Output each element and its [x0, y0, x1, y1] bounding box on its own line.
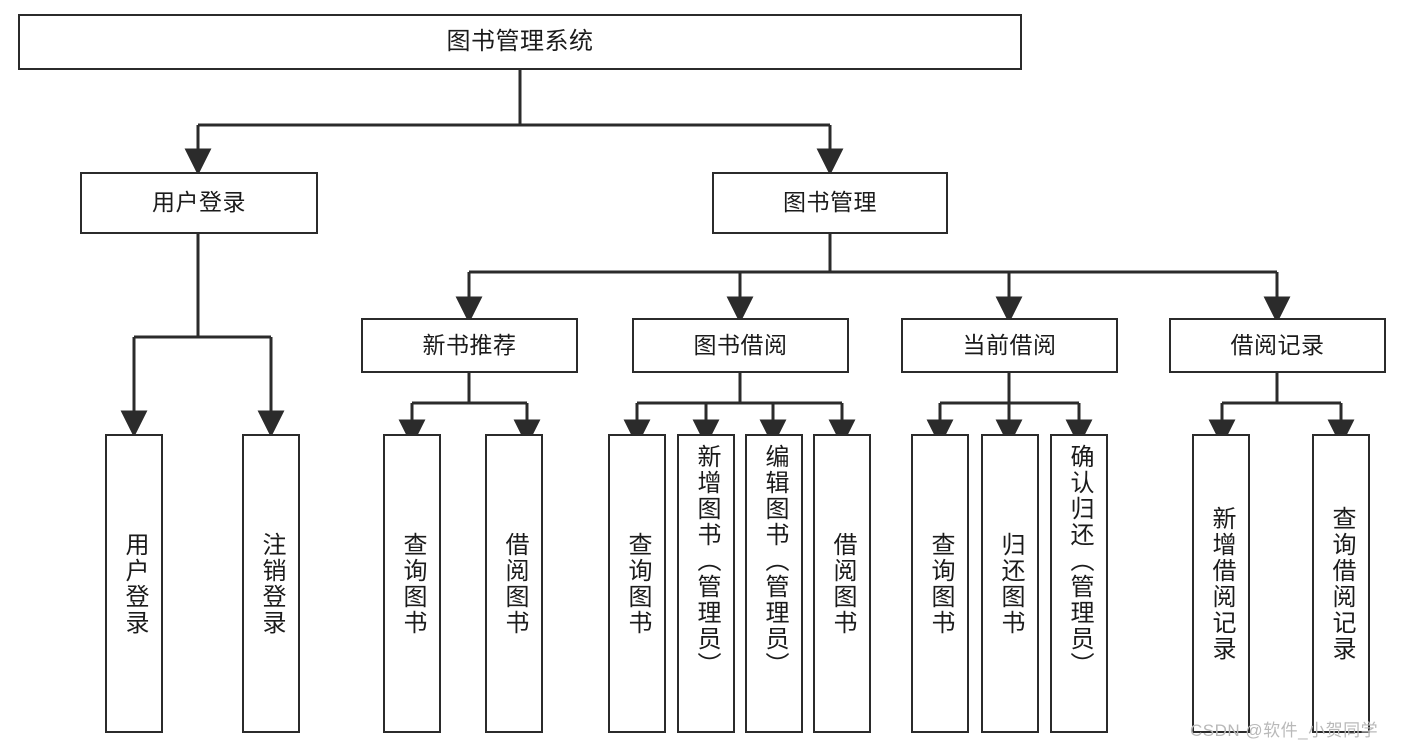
connector-group-current-borrow	[926, 373, 1093, 447]
node-book-management[interactable]: 图书管理	[712, 172, 948, 234]
leaf-book-borrow-borrow[interactable]: 借阅图书	[813, 434, 871, 733]
csdn-watermark: CSDN @软件_小贺同学	[1190, 721, 1379, 740]
node-user-login[interactable]: 用户登录	[80, 172, 318, 234]
node-label: 归还图书	[997, 531, 1024, 636]
node-label: 确认归还（管理员）	[1066, 444, 1093, 678]
node-label: 新增借阅记录	[1208, 505, 1235, 662]
node-label: 图书管理	[783, 189, 877, 216]
connector-group-book-manage	[455, 234, 1291, 324]
node-label: 借阅图书	[501, 531, 528, 636]
leaf-user-login-login[interactable]: 用户登录	[105, 434, 163, 733]
node-label: 查询图书	[624, 531, 651, 636]
leaf-book-borrow-edit[interactable]: 编辑图书（管理员）	[745, 434, 803, 733]
leaf-new-book-borrow[interactable]: 借阅图书	[485, 434, 543, 733]
node-label: 查询图书	[399, 531, 426, 636]
node-label: 查询借阅记录	[1328, 505, 1355, 662]
leaf-book-borrow-add[interactable]: 新增图书（管理员）	[677, 434, 735, 733]
leaf-current-borrow-confirm-return[interactable]: 确认归还（管理员）	[1050, 434, 1108, 733]
leaf-current-borrow-return[interactable]: 归还图书	[981, 434, 1039, 733]
connector-group-new-book	[398, 373, 541, 447]
node-label: 查询图书	[927, 531, 954, 636]
node-label: 新增图书（管理员）	[693, 444, 720, 678]
leaf-book-borrow-query[interactable]: 查询图书	[608, 434, 666, 733]
node-label: 当前借阅	[962, 331, 1057, 358]
leaf-new-book-query[interactable]: 查询图书	[383, 434, 441, 733]
node-current-borrow[interactable]: 当前借阅	[901, 318, 1118, 373]
node-label: 借阅记录	[1230, 331, 1325, 358]
connector-group-borrow-record	[1208, 373, 1355, 447]
node-label: 注销登录	[258, 531, 285, 636]
leaf-current-borrow-query[interactable]: 查询图书	[911, 434, 969, 733]
node-borrow-record[interactable]: 借阅记录	[1169, 318, 1386, 373]
node-root-library-system[interactable]: 图书管理系统	[18, 14, 1022, 70]
leaf-borrow-record-query[interactable]: 查询借阅记录	[1312, 434, 1370, 733]
node-new-book-recommend[interactable]: 新书推荐	[361, 318, 578, 373]
node-label: 编辑图书（管理员）	[761, 444, 788, 678]
node-label: 图书管理系统	[446, 27, 594, 55]
node-label: 用户登录	[152, 189, 246, 216]
leaf-borrow-record-add[interactable]: 新增借阅记录	[1192, 434, 1250, 733]
leaf-user-login-logout[interactable]: 注销登录	[242, 434, 300, 733]
connector-group-user-login	[120, 234, 285, 438]
node-label: 图书借阅	[693, 331, 788, 358]
node-label: 借阅图书	[829, 531, 856, 636]
connector-group-root	[184, 70, 844, 176]
node-book-borrow[interactable]: 图书借阅	[632, 318, 849, 373]
node-label: 新书推荐	[422, 331, 517, 358]
node-label: 用户登录	[121, 531, 148, 636]
connector-group-book-borrow	[623, 373, 856, 447]
